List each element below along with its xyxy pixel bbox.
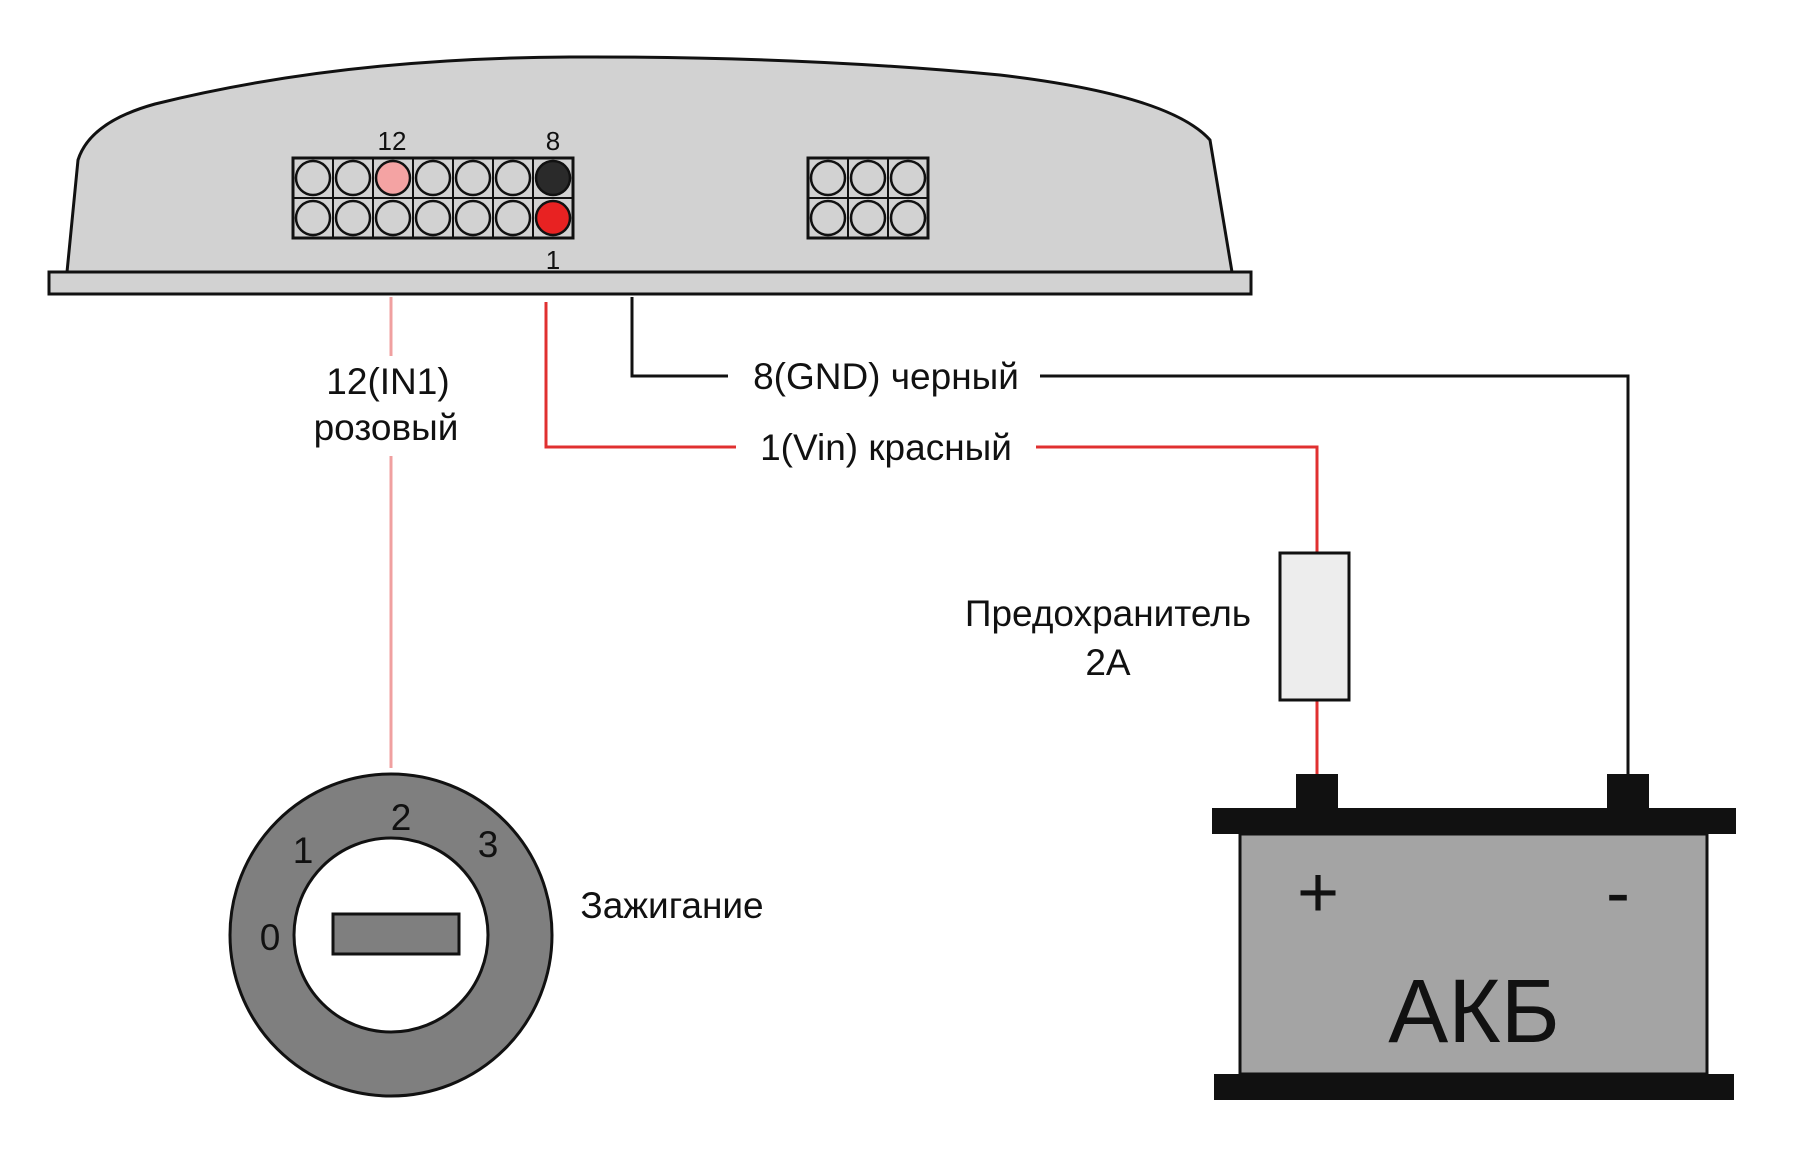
pin-label-12: 12 — [378, 126, 407, 156]
connector-pin — [534, 199, 572, 237]
battery-terminal-plus — [1296, 774, 1338, 810]
battery — [1212, 774, 1736, 1100]
connector-pin — [414, 199, 452, 237]
device-housing — [47, 55, 1253, 296]
ignition-switch — [228, 772, 554, 1098]
connector-pin — [849, 199, 887, 237]
ignition-position-2: 2 — [391, 797, 412, 838]
connector-pin — [414, 159, 452, 197]
connector-pin — [809, 159, 847, 197]
connector-pin — [374, 199, 412, 237]
connector-pin — [494, 199, 532, 237]
pin-label-8: 8 — [546, 126, 560, 156]
connector-pin — [454, 159, 492, 197]
black-wire-label: 8(GND) черный — [753, 356, 1019, 397]
fuse-label: Предохранитель — [965, 593, 1251, 634]
connector-pin — [294, 199, 332, 237]
ignition-position-1: 1 — [293, 830, 314, 871]
battery-plus-sign: + — [1297, 853, 1339, 933]
aux-connector — [806, 156, 930, 240]
ignition-label: Зажигание — [580, 885, 763, 926]
connector-pin — [809, 199, 847, 237]
battery-label: АКБ — [1388, 962, 1560, 1062]
connector-pin — [334, 159, 372, 197]
connector-pin — [849, 159, 887, 197]
connector-cell — [887, 197, 929, 239]
connector-pin — [294, 159, 332, 197]
connector-pin — [534, 159, 572, 197]
connector-pin — [454, 199, 492, 237]
fuse-rating: 2А — [1085, 642, 1131, 683]
fuse — [1278, 551, 1351, 702]
key-slot — [331, 912, 461, 956]
pink-wire-label-number: 12(IN1) — [326, 361, 449, 402]
wire-black — [630, 297, 1630, 776]
battery-terminal-minus — [1607, 774, 1649, 810]
connector-pin — [334, 199, 372, 237]
pin-label-1: 1 — [546, 245, 560, 275]
main-connector — [291, 156, 575, 240]
connector-pin — [374, 159, 412, 197]
connector-pin — [889, 199, 927, 237]
connector-pin — [889, 159, 927, 197]
connector-pin — [494, 159, 532, 197]
ignition-position-0: 0 — [260, 917, 281, 958]
red-wire-label: 1(Vin) красный — [760, 427, 1012, 468]
ignition-position-3: 3 — [478, 824, 499, 865]
battery-minus-sign: - — [1606, 853, 1630, 933]
connector-cell — [532, 197, 574, 239]
pink-wire-label-color: розовый — [314, 407, 459, 448]
